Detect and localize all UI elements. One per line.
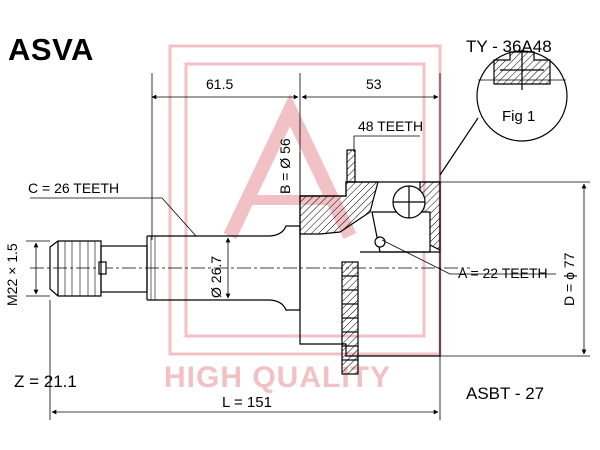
z-value: Z = 21.1 [14, 372, 77, 391]
dim-b-diameter: B = Ø 56 [277, 138, 293, 194]
watermark-logo [168, 44, 442, 356]
abs-tone-ring [341, 261, 359, 375]
dim-shaft-diameter: Ø 26.7 [208, 256, 224, 298]
dim-d-diameter: D = ϕ 77 [561, 252, 577, 306]
dim-thread: M22 × 1.5 [4, 243, 20, 306]
dim-length-right: 53 [366, 76, 382, 92]
dim-length-left: 61.5 [206, 76, 233, 92]
part-number: TY - 36A48 [466, 37, 552, 56]
fig-1-label: Fig 1 [502, 108, 535, 125]
fig-1-inset [439, 50, 568, 176]
dim-48-teeth: 48 TEETH [358, 118, 423, 134]
abs-code: ASBT - 27 [466, 384, 545, 403]
brand-logo-text: ASVA [8, 32, 94, 67]
dim-total-length: L = 151 [222, 394, 272, 411]
dimension-lines [26, 73, 590, 420]
dim-c-teeth: C = 26 TEETH [28, 180, 119, 196]
dim-a-teeth: A = 22 TEETH [458, 265, 548, 281]
thread-end [49, 240, 107, 297]
